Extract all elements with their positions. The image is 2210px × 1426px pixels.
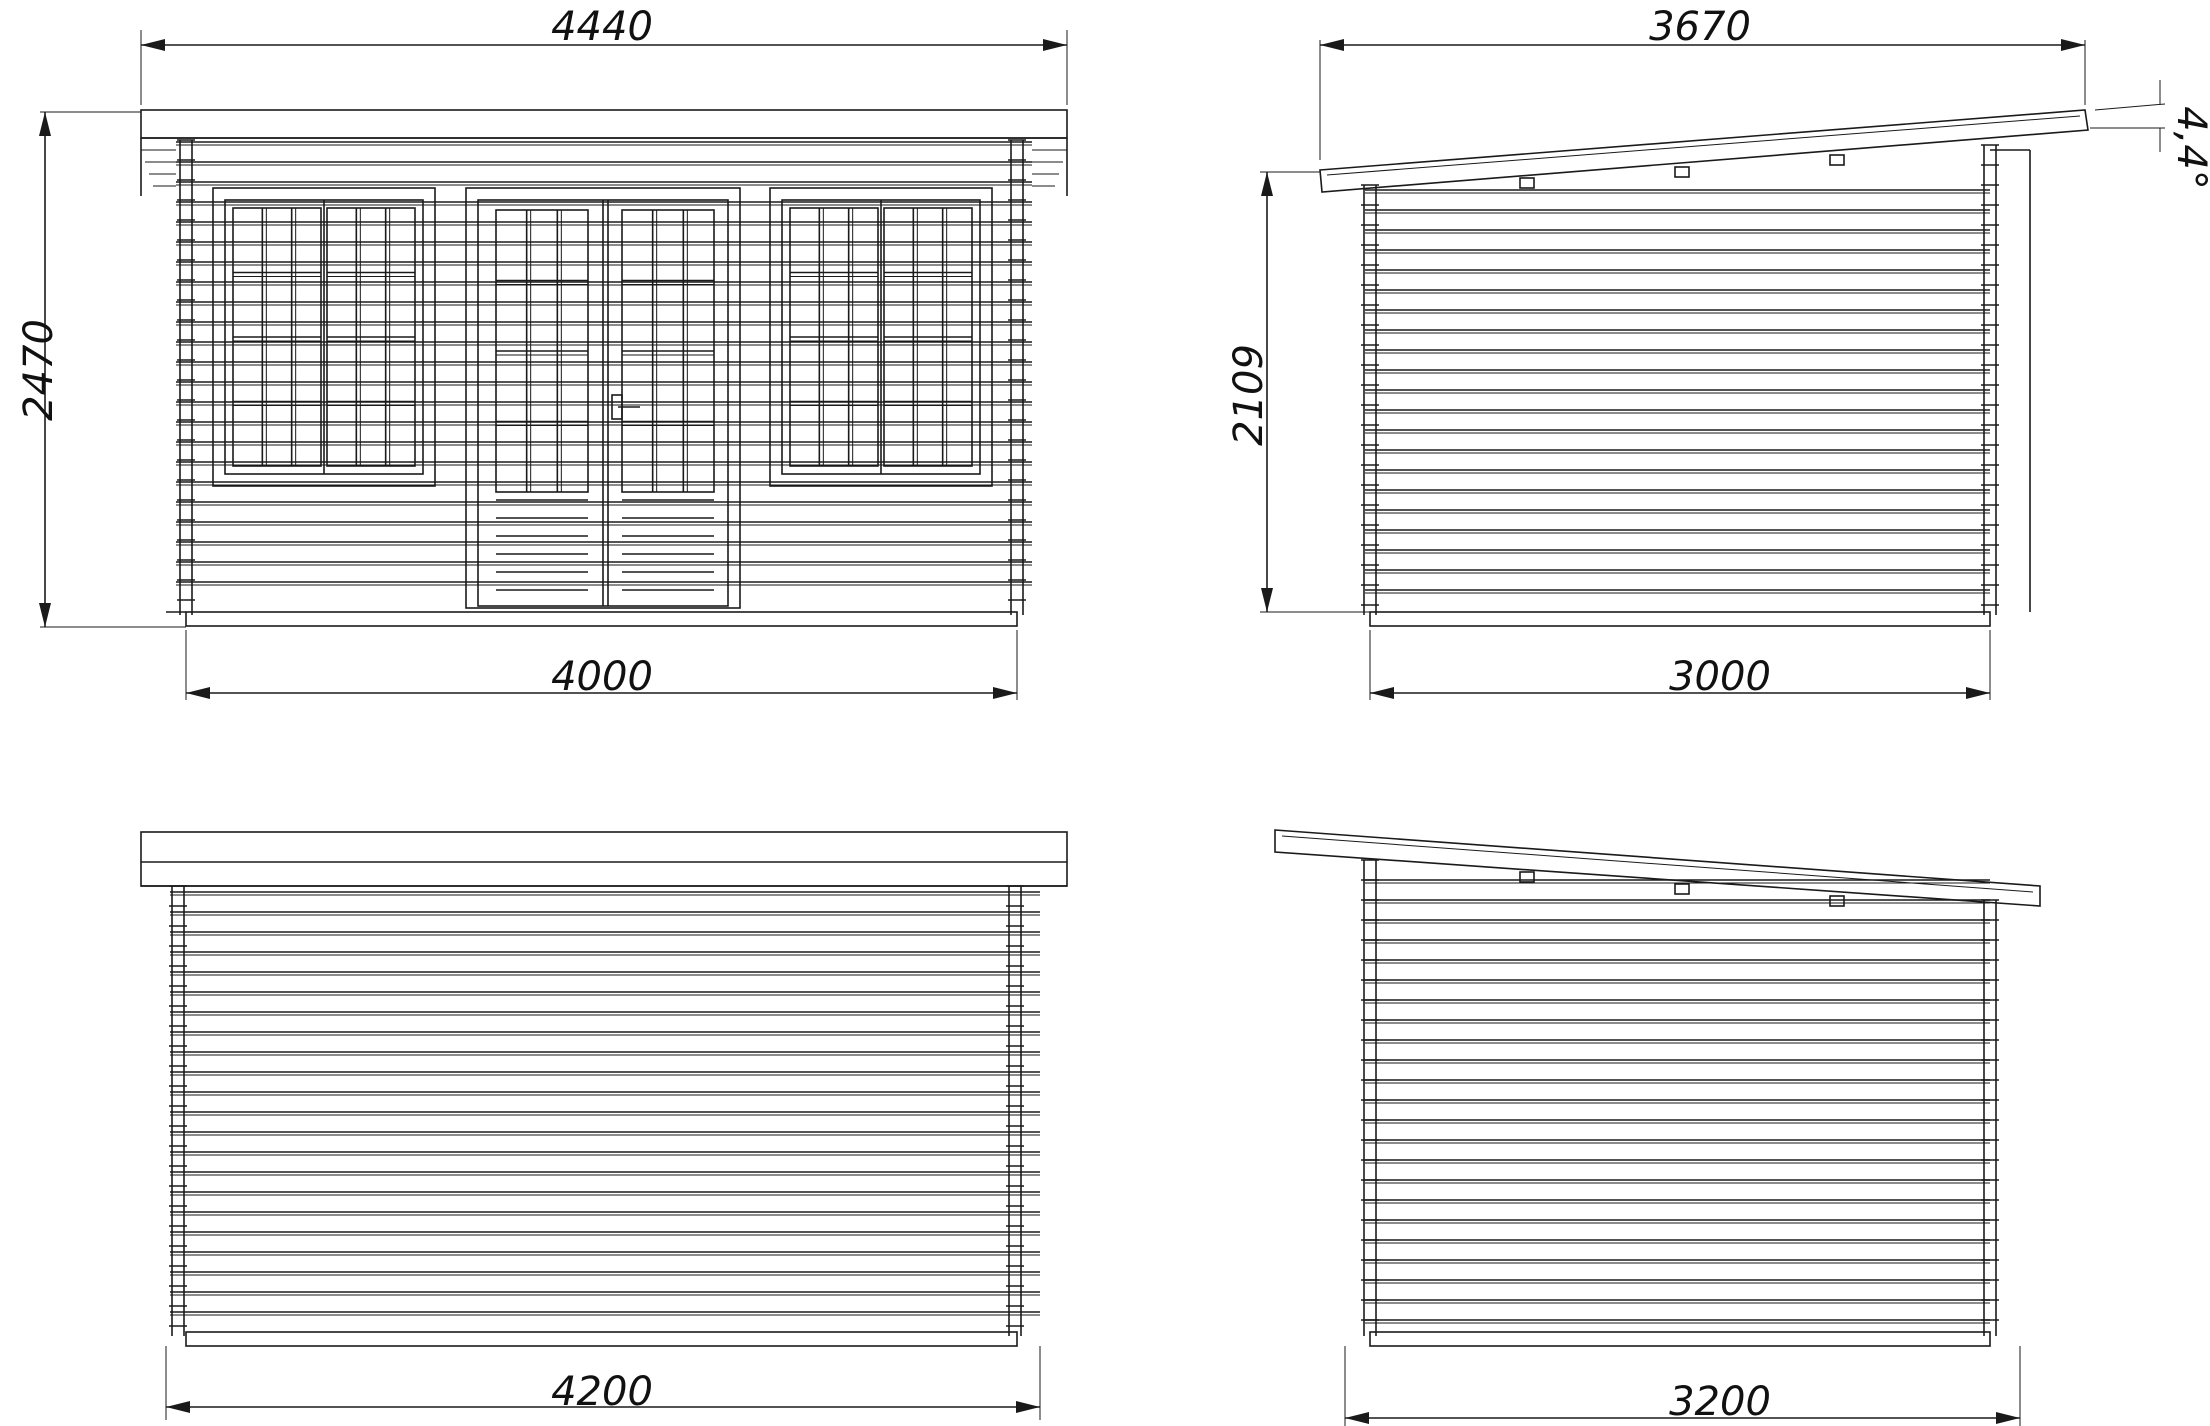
drawing-linework <box>39 30 2166 1426</box>
dim-front-roof-width: 4440 <box>551 4 653 50</box>
front-dimensions <box>39 30 1068 700</box>
side-elevation-rear <box>1274 829 2041 1347</box>
dim-front-wall-width: 4000 <box>551 654 653 700</box>
dim-side-base-width: 3200 <box>1669 1379 1771 1425</box>
dim-roof-pitch: 4,4° <box>2168 106 2210 190</box>
dim-side-height: 2109 <box>1226 344 1272 446</box>
back-dimensions <box>165 1346 1041 1420</box>
back-elevation <box>140 831 1068 1347</box>
front-elevation <box>140 109 1068 627</box>
dim-side-wall-width: 3000 <box>1669 654 1771 700</box>
side-dimensions <box>1260 39 2166 700</box>
side-elevation <box>1319 109 2089 627</box>
dim-front-height: 2470 <box>16 319 62 421</box>
dim-side-roof-length: 3670 <box>1649 4 1751 50</box>
dim-back-wall-width: 4200 <box>551 1369 653 1415</box>
side-rear-dimensions <box>1344 1346 2021 1426</box>
